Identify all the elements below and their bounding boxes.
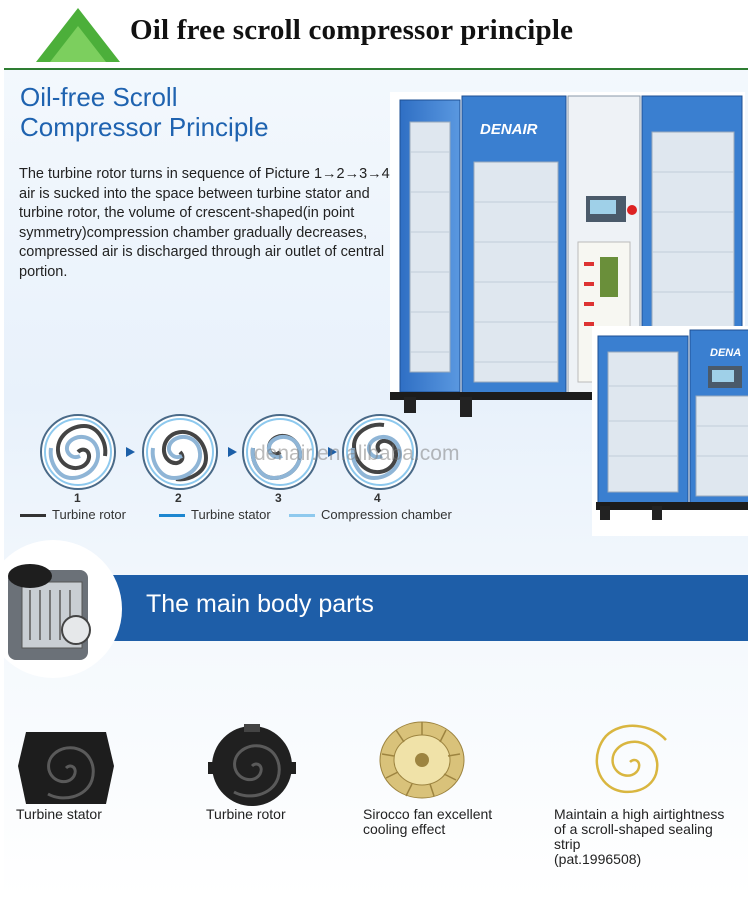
brand-logo-small: DENA <box>710 347 741 359</box>
main-parts-band <box>4 575 748 641</box>
section-description: The turbine rotor turns in sequence of P… <box>19 166 394 280</box>
scroll-diagram-2 <box>142 414 218 490</box>
page-title: Oil free scroll compressor principle <box>130 14 574 46</box>
chamber-swatch <box>289 514 315 518</box>
section-title-line2: Compressor Principle <box>20 112 269 142</box>
legend-rotor-label: Turbine rotor <box>52 507 126 522</box>
watermark: denair.en.alibaba.com <box>254 442 460 465</box>
step-label-2: 2 <box>175 491 182 505</box>
stator-swatch <box>159 514 185 518</box>
scroll-diagram-3 <box>242 414 318 490</box>
arrow-right-icon <box>126 447 135 457</box>
sirocco-fan-image <box>379 721 465 799</box>
legend-stator: Turbine stator <box>159 507 271 522</box>
arrow-right-icon <box>328 447 337 457</box>
part-label-stator: Turbine stator <box>16 806 102 822</box>
sealing-strip-image <box>595 724 667 794</box>
turbine-stator-image <box>18 732 114 804</box>
header-banner: Oil free scroll compressor principle <box>0 0 750 68</box>
light-green-triangle-icon <box>50 26 106 62</box>
brand-logo: DENAIR <box>480 121 538 138</box>
legend-stator-label: Turbine stator <box>191 507 271 522</box>
scroll-diagram-1 <box>40 414 116 490</box>
legend-rotor: Turbine rotor <box>20 507 126 522</box>
turbine-rotor-image <box>208 724 296 806</box>
legend-chamber-label: Compression chamber <box>321 507 452 522</box>
step-label-1: 1 <box>74 491 81 505</box>
scroll-diagram-4 <box>342 414 418 490</box>
step-label-4: 4 <box>374 491 381 505</box>
main-parts-title: The main body parts <box>146 590 374 618</box>
step-label-3: 3 <box>275 491 282 505</box>
section-title-line1: Oil-free Scroll <box>20 82 178 112</box>
section-title: Oil-free Scroll Compressor Principle <box>20 82 269 142</box>
small-compressor-image: DENA <box>592 326 748 536</box>
band-circle <box>4 540 122 678</box>
part-label-rotor: Turbine rotor <box>206 806 286 822</box>
part-label-fan: Sirocco fan excellent cooling effect <box>363 806 493 837</box>
principle-panel: Oil-free Scroll Compressor Principle The… <box>4 68 748 898</box>
part-label-seal: Maintain a high airtightness of a scroll… <box>554 806 725 867</box>
arrow-right-icon <box>228 447 237 457</box>
rotor-swatch <box>20 514 46 518</box>
legend-chamber: Compression chamber <box>289 507 452 522</box>
scroll-sequence-diagram <box>40 414 418 490</box>
compressor-unit-image <box>8 564 91 660</box>
